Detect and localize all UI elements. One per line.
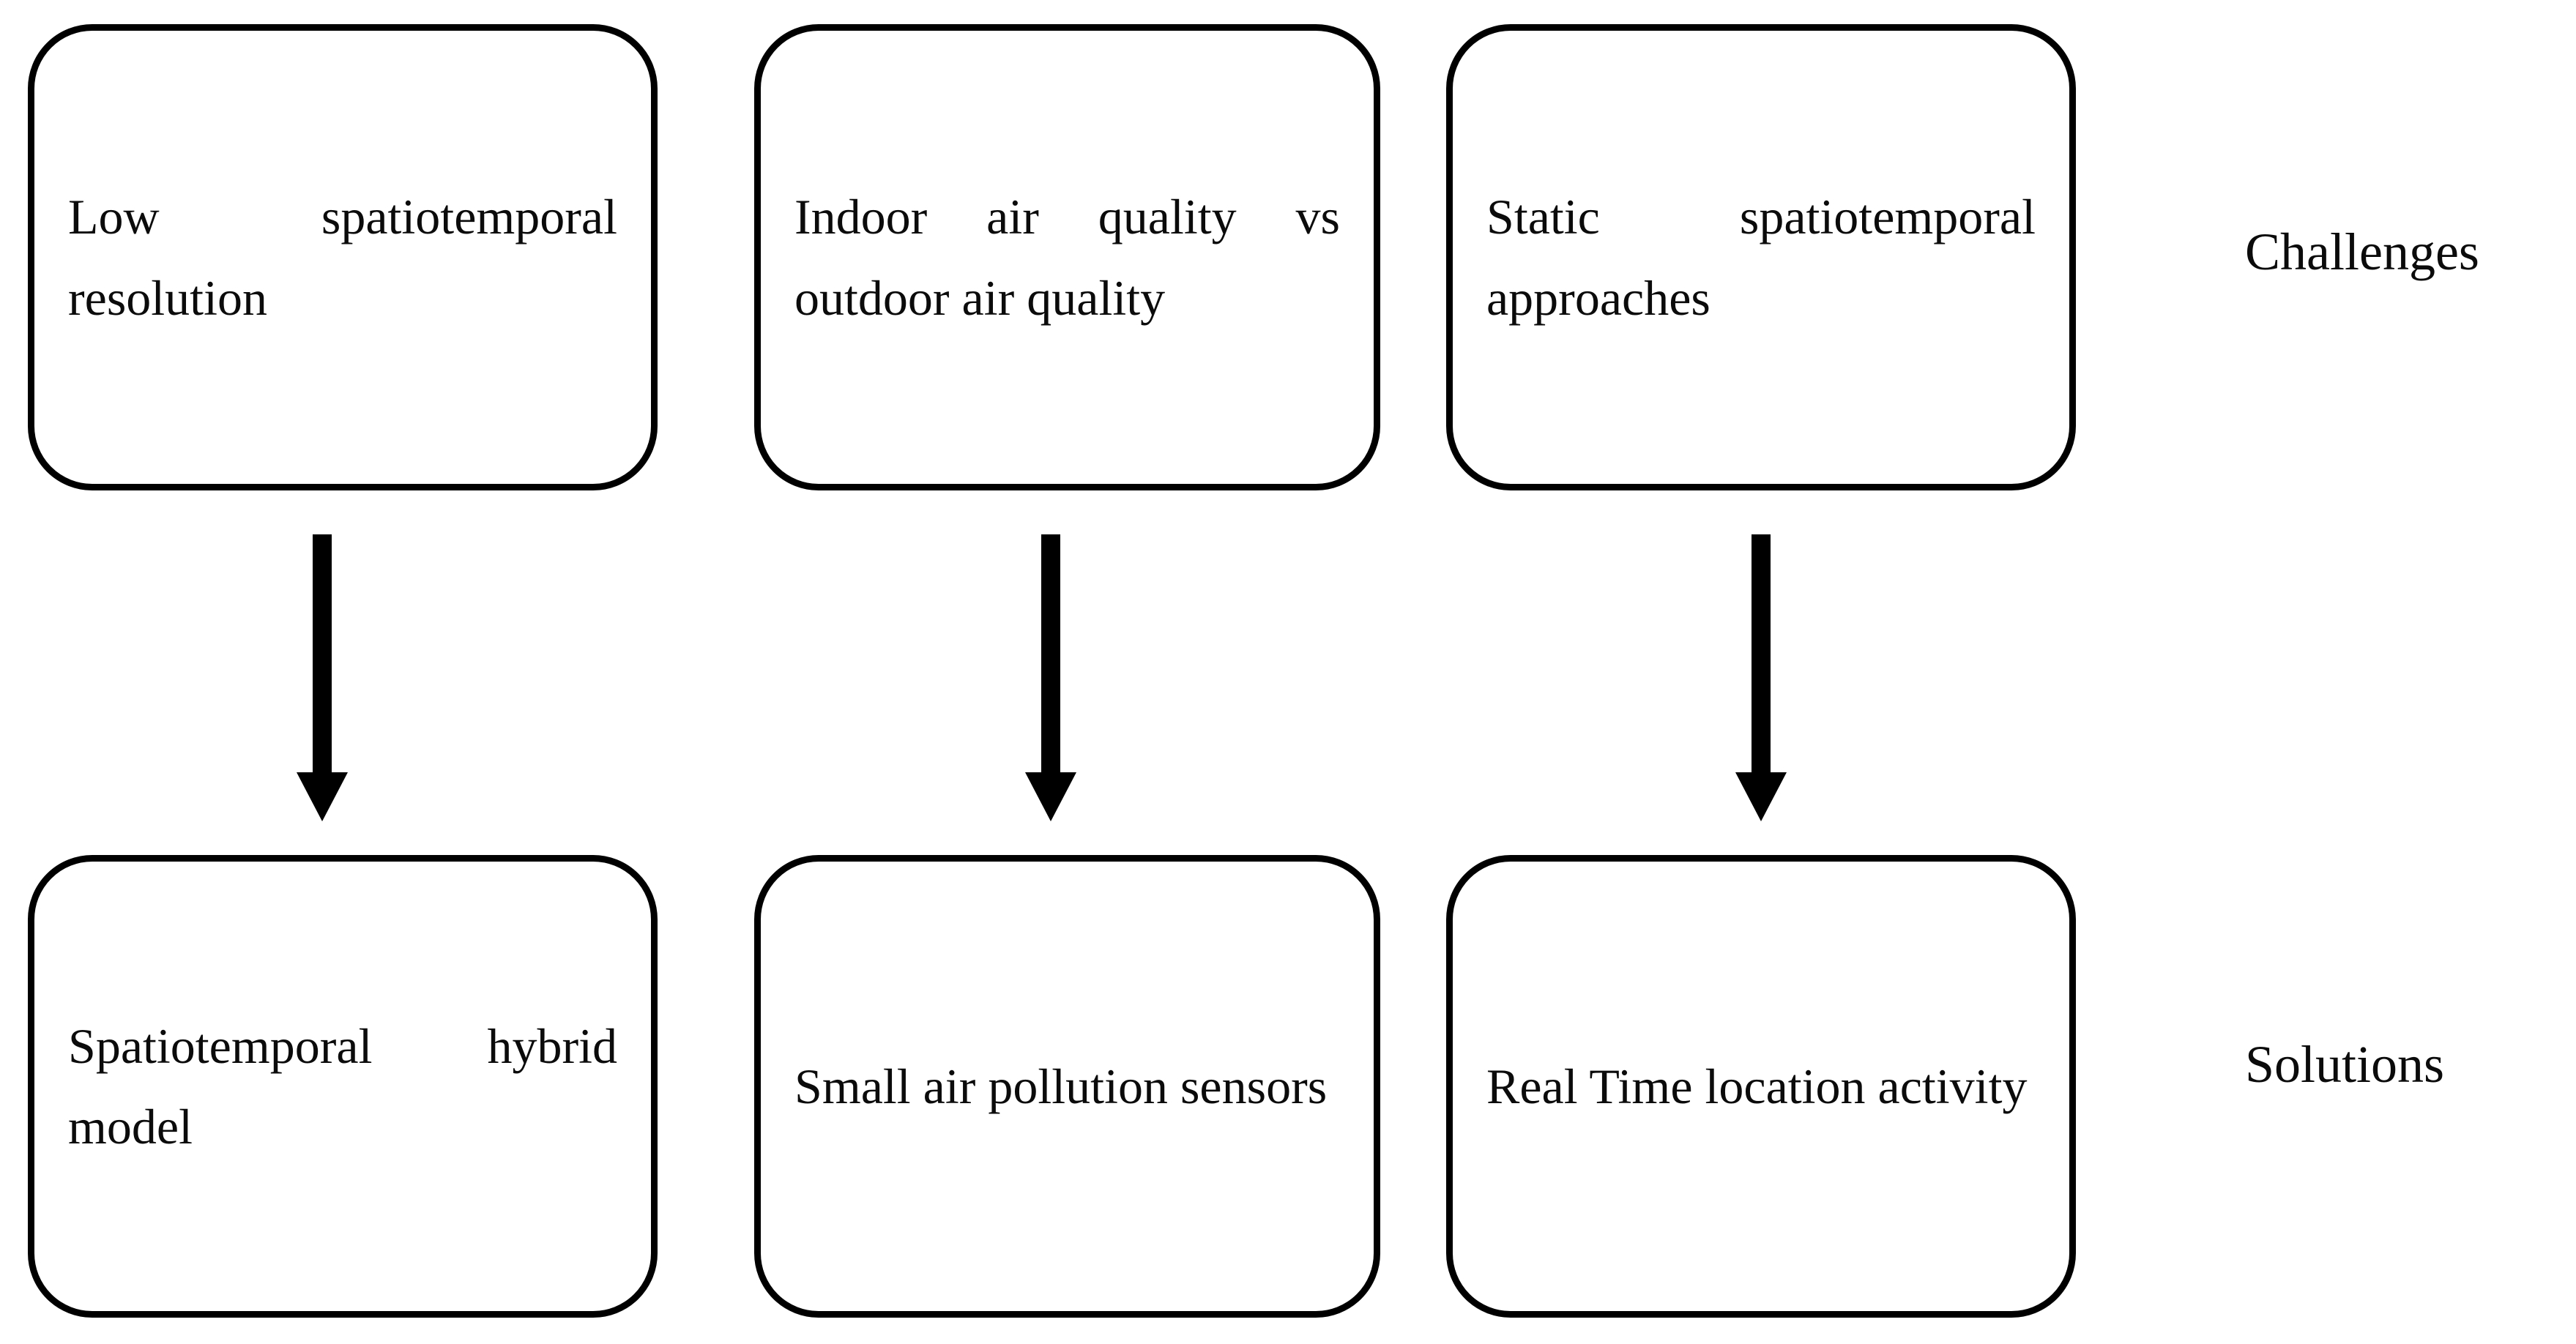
arrow-down-icon-2 <box>1016 534 1086 827</box>
arrow-down-icon-1 <box>287 534 357 827</box>
solution-node-1-label: Spatiotemporal hybrid model <box>68 1018 617 1154</box>
challenge-node-2-label: Indoor air quality vs outdoor air qualit… <box>794 189 1340 326</box>
challenge-node-1: Low spatiotemporal resolution <box>28 24 658 490</box>
solution-node-3-label: Real Time location activity <box>1486 1058 2028 1114</box>
row-label-solutions: Solutions <box>2245 1035 2445 1094</box>
solution-node-1: Spatiotemporal hybrid model <box>28 855 658 1318</box>
challenge-node-3: Static spatiotemporal approaches <box>1446 24 2076 490</box>
challenge-node-2: Indoor air quality vs outdoor air qualit… <box>754 24 1380 490</box>
arrow-down-icon-3 <box>1726 534 1796 827</box>
challenge-node-1-label: Low spatiotemporal resolution <box>68 189 617 326</box>
solution-node-2-label: Small air pollution sensors <box>794 1058 1328 1114</box>
row-label-challenges: Challenges <box>2245 223 2479 281</box>
solution-node-2: Small air pollution sensors <box>754 855 1380 1318</box>
challenge-node-3-label: Static spatiotemporal approaches <box>1486 189 2036 326</box>
solution-node-3: Real Time location activity <box>1446 855 2076 1318</box>
